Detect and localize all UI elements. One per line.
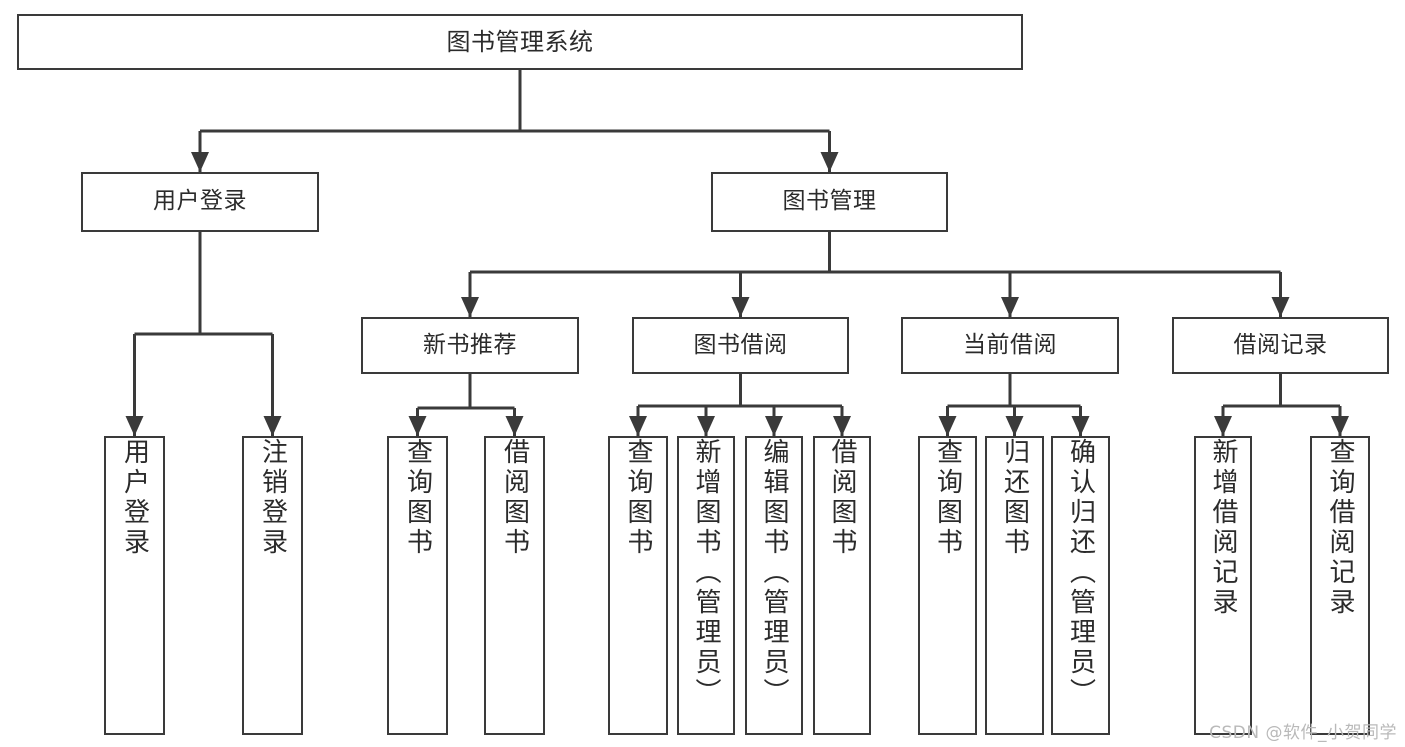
node-label: 借阅图书 — [827, 438, 857, 558]
node-leaf-edit-book[interactable]: 编辑图书（管理员） — [745, 436, 803, 735]
node-leaf-user-login[interactable]: 用户登录 — [104, 436, 165, 735]
node-label: 编辑图书（管理员） — [759, 438, 789, 708]
node-leaf-query-1[interactable]: 查询图书 — [387, 436, 448, 735]
node-label: 归还图书 — [999, 438, 1030, 558]
node-root[interactable]: 图书管理系统 — [17, 14, 1023, 70]
node-leaf-query-rec[interactable]: 查询借阅记录 — [1310, 436, 1370, 735]
node-leaf-borrow-1[interactable]: 借阅图书 — [484, 436, 545, 735]
node-label: 借阅记录 — [1233, 331, 1328, 358]
node-leaf-return[interactable]: 归还图书 — [985, 436, 1044, 735]
watermark-text: CSDN @软件_小贺同学 — [1209, 723, 1397, 743]
node-leaf-query-2[interactable]: 查询图书 — [608, 436, 668, 735]
node-leaf-borrow-2[interactable]: 借阅图书 — [813, 436, 871, 735]
node-label: 新增借阅记录 — [1208, 438, 1238, 618]
node-label: 新书推荐 — [423, 331, 517, 358]
node-book-manage[interactable]: 图书管理 — [711, 172, 948, 232]
node-label: 查询图书 — [623, 438, 653, 558]
node-leaf-add-book[interactable]: 新增图书（管理员） — [677, 436, 735, 735]
node-label: 用户登录 — [153, 188, 247, 215]
node-label: 查询图书 — [932, 438, 963, 558]
node-label: 用户登录 — [119, 438, 150, 558]
node-label: 确认归还（管理员） — [1065, 438, 1096, 708]
node-label: 当前借阅 — [963, 331, 1057, 358]
node-book-borrow[interactable]: 图书借阅 — [632, 317, 849, 374]
node-label: 注销登录 — [257, 438, 288, 558]
node-leaf-query-3[interactable]: 查询图书 — [918, 436, 977, 735]
node-leaf-logout[interactable]: 注销登录 — [242, 436, 303, 735]
node-label: 新增图书（管理员） — [691, 438, 721, 708]
node-label: 借阅图书 — [499, 438, 530, 558]
node-label: 查询图书 — [402, 438, 433, 558]
node-label: 图书管理系统 — [446, 27, 594, 56]
node-label: 图书借阅 — [693, 331, 788, 358]
node-leaf-confirm[interactable]: 确认归还（管理员） — [1051, 436, 1110, 735]
node-label: 图书管理 — [782, 188, 877, 215]
node-borrow-record[interactable]: 借阅记录 — [1172, 317, 1389, 374]
node-label: 查询借阅记录 — [1325, 438, 1355, 618]
node-user-login[interactable]: 用户登录 — [81, 172, 319, 232]
node-new-book-rec[interactable]: 新书推荐 — [361, 317, 579, 374]
node-leaf-add-rec[interactable]: 新增借阅记录 — [1194, 436, 1252, 735]
node-current-borrow[interactable]: 当前借阅 — [901, 317, 1119, 374]
